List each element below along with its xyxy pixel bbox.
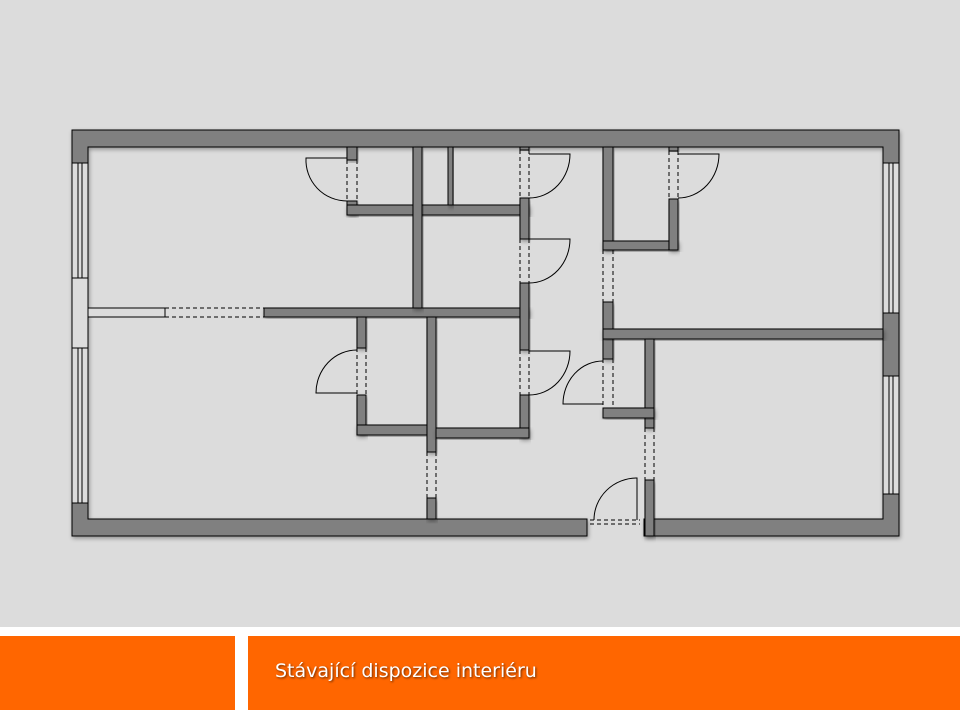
door-icon (528, 350, 571, 396)
outer-wall (71, 129, 900, 537)
door-openings (346, 150, 679, 525)
window-right-top (882, 162, 900, 314)
door-icon (562, 360, 604, 405)
door-icon (305, 157, 348, 202)
light-partition (87, 307, 166, 318)
window-left-top (71, 162, 89, 279)
door-icon (677, 153, 720, 199)
door-icon (528, 238, 571, 284)
floor-plan (71, 129, 900, 537)
entrance-door-icon (593, 477, 638, 521)
slide-title: Stávající dispozice interiéru (275, 660, 537, 682)
footer-bar-right: Stávající dispozice interiéru (248, 636, 960, 710)
sliding-opening (165, 307, 264, 318)
window-right-bottom (882, 375, 900, 495)
door-icon (315, 349, 358, 394)
door-swings (305, 153, 720, 521)
window-left-bottom (71, 347, 89, 504)
footer-bar-left (0, 636, 235, 710)
internal-walls (263, 146, 884, 537)
door-icon (528, 153, 571, 199)
partition-end (71, 277, 89, 349)
